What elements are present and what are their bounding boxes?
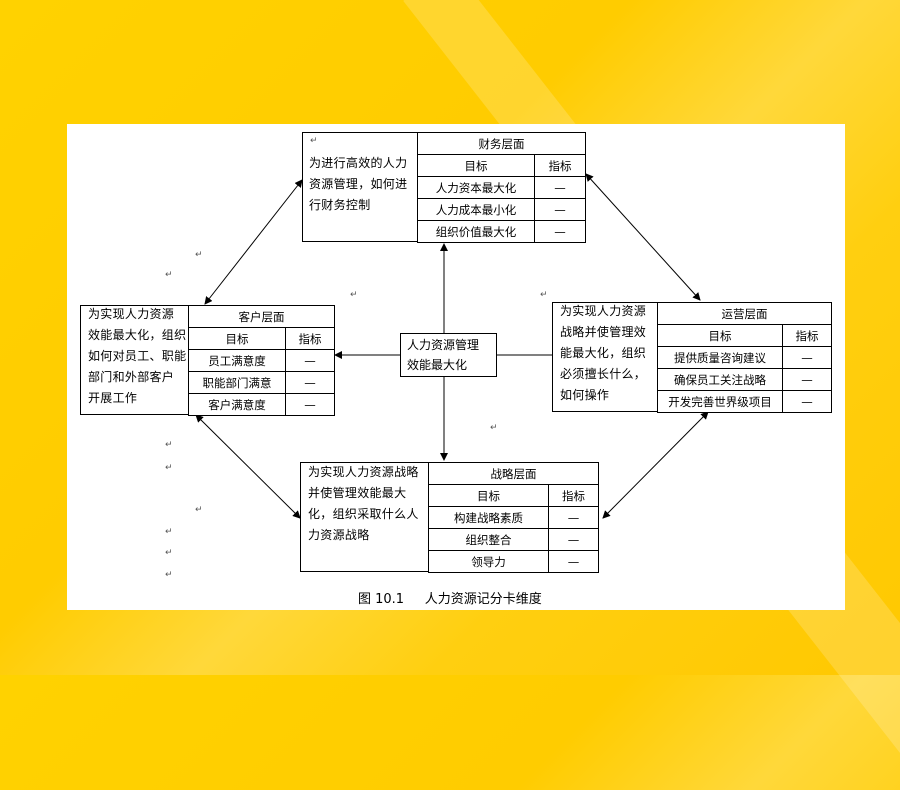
customer-table: 客户层面 目标指标 员工满意度— 职能部门满意— 客户满意度— xyxy=(188,305,335,416)
table-row: 确保员工关注战略— xyxy=(657,368,832,391)
table-row: 组织整合— xyxy=(428,528,599,551)
arrow-customer-strategy xyxy=(195,414,301,519)
return-mark: ↵ xyxy=(165,270,173,280)
table-row: 构建战略素质— xyxy=(428,506,599,529)
customer-header: 客户层面 xyxy=(188,305,335,328)
customer-description: 为实现人力资源效能最大化，组织如何对员工、职能部门和外部客户开展工作 xyxy=(88,307,187,405)
finance-table: 财务层面 目标指标 人力资本最大化— 人力成本最小化— 组织价值最大化— xyxy=(417,132,586,243)
connector-arrows xyxy=(195,173,709,519)
table-row: 提供质量咨询建议— xyxy=(657,346,832,369)
return-mark: ↵ xyxy=(310,136,318,146)
table-row: 开发完善世界级项目— xyxy=(657,390,832,413)
return-mark: ↵ xyxy=(165,548,173,558)
return-mark: ↵ xyxy=(195,250,203,260)
table-row: 员工满意度— xyxy=(188,349,335,372)
arrow-finance-customer xyxy=(204,179,303,305)
return-mark: ↵ xyxy=(195,505,203,515)
table-row: 职能部门满意— xyxy=(188,371,335,394)
center-node: 人力资源管理 效能最大化 xyxy=(400,333,497,377)
return-mark: ↵ xyxy=(165,463,173,473)
table-row: 人力成本最小化— xyxy=(417,198,586,221)
return-mark: ↵ xyxy=(540,290,548,300)
operation-header: 运营层面 xyxy=(657,302,832,325)
return-mark: ↵ xyxy=(165,440,173,450)
table-row: 客户满意度— xyxy=(188,393,335,416)
strategy-table: 战略层面 目标指标 构建战略素质— 组织整合— 领导力— xyxy=(428,462,599,573)
return-mark: ↵ xyxy=(165,570,173,580)
strategy-description: 为实现人力资源战略并使管理效能最大化，组织采取什么人力资源战略 xyxy=(308,465,419,542)
arrow-finance-operation xyxy=(585,173,701,301)
finance-description: 为进行高效的人力资源管理，如何进行财务控制 xyxy=(309,156,408,212)
strategy-header: 战略层面 xyxy=(428,462,599,485)
arrow-operation-strategy xyxy=(602,411,709,519)
finance-header: 财务层面 xyxy=(417,132,586,155)
return-mark: ↵ xyxy=(350,290,358,300)
table-row: 领导力— xyxy=(428,550,599,573)
table-row: 人力资本最大化— xyxy=(417,176,586,199)
return-mark: ↵ xyxy=(490,423,498,433)
return-mark: ↵ xyxy=(165,527,173,537)
table-row: 组织价值最大化— xyxy=(417,220,586,243)
operation-table: 运营层面 目标指标 提供质量咨询建议— 确保员工关注战略— 开发完善世界级项目— xyxy=(657,302,832,413)
figure-caption: 图 10.1 人力资源记分卡维度 xyxy=(358,592,542,607)
operation-description: 为实现人力资源战略并使管理效能最大化，组织必须擅长什么，如何操作 xyxy=(560,304,647,402)
